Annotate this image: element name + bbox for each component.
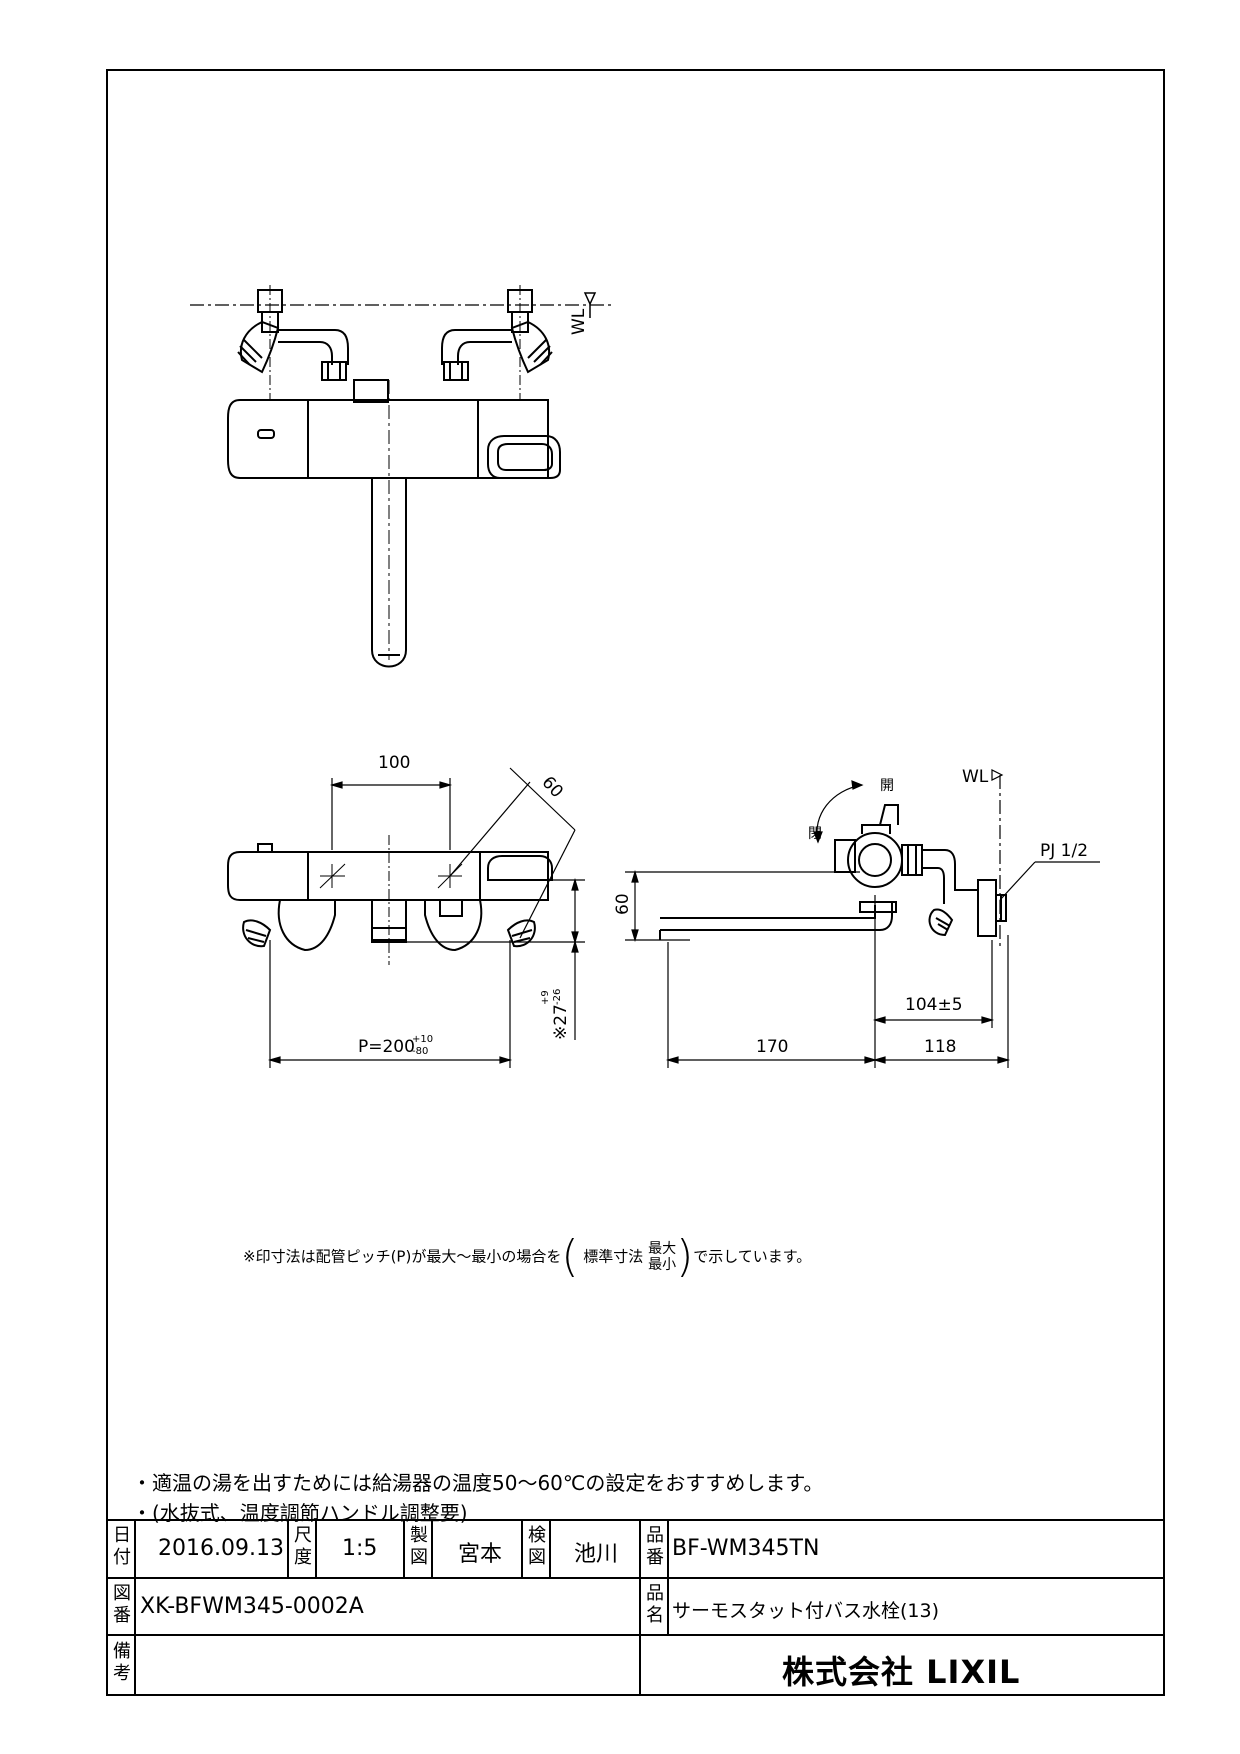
dim-pitch-tol-bottom: -80	[412, 1046, 428, 1057]
title-block-grid	[107, 1519, 1164, 1695]
top-view	[190, 285, 615, 668]
dim-height-60: 60	[613, 893, 633, 915]
wl-label-side: WL	[962, 767, 989, 787]
company-logo: 株式会社 LIXIL	[782, 1653, 1021, 1691]
dim-104: 104±5	[905, 995, 963, 1015]
scale-value: 1:5	[342, 1536, 378, 1561]
dimension-note: ※印寸法は配管ピッチ(P)が最大〜最小の場合を( 標準寸法 最大最小)で示してい…	[243, 1231, 812, 1282]
min-label: 最小	[648, 1257, 677, 1273]
date-value: 2016.09.13	[158, 1536, 284, 1561]
drawing-no-value: XK-BFWM345-0002A	[140, 1594, 364, 1619]
drafter-value: 宮本	[458, 1542, 503, 1567]
pj-label: PJ 1/2	[1040, 841, 1088, 861]
product-name-value: サーモスタット付バス水栓(13)	[672, 1600, 940, 1622]
dim-offset-tol-top: +9	[540, 990, 551, 1005]
sheet-border	[106, 69, 1165, 1696]
wl-label-top: WL	[569, 308, 589, 335]
dim-offset-tol-bottom: -26	[552, 989, 563, 1005]
remarks-label: 備考	[113, 1641, 131, 1684]
product-name-label: 品名	[646, 1583, 664, 1626]
dimension-note-text-2: で示しています。	[693, 1247, 812, 1266]
standard-dimension-label: 標準寸法	[583, 1247, 644, 1266]
dim-pitch-tol-top: +10	[412, 1034, 433, 1045]
max-label: 最大	[648, 1241, 677, 1257]
drain-note: ・(水抜式、温度調節ハンドル調整要)	[132, 1501, 468, 1525]
checker-label: 検図	[528, 1525, 546, 1568]
checker-value: 池川	[574, 1542, 619, 1567]
drawing-no-label: 図番	[113, 1583, 131, 1626]
dim-170: 170	[756, 1037, 788, 1057]
dim-100: 100	[378, 753, 410, 773]
max-min-stack: 最大最小	[648, 1241, 676, 1273]
dim-60-angle: 60	[538, 773, 567, 802]
wl-marker-top	[583, 292, 597, 318]
side-dimensions	[625, 769, 1100, 1068]
open-label: 開	[880, 778, 894, 794]
dim-118: 118	[924, 1037, 956, 1057]
dim-offset: ※27	[551, 1004, 571, 1040]
front-view	[227, 843, 553, 952]
close-label: 閉	[808, 826, 822, 842]
dim-pitch: P=200	[358, 1037, 415, 1057]
date-label: 日付	[113, 1525, 131, 1568]
part-no-value: BF-WM345TN	[672, 1536, 820, 1561]
dimension-note-text-1: ※印寸法は配管ピッチ(P)が最大〜最小の場合を	[243, 1247, 562, 1266]
scale-label: 尺度	[294, 1525, 312, 1568]
part-no-label: 品番	[646, 1525, 664, 1568]
front-dimensions	[267, 767, 585, 1068]
temperature-note: ・適温の湯を出すためには給湯器の温度50〜60℃の設定をおすすめします。	[132, 1471, 824, 1495]
drafter-label: 製図	[410, 1525, 428, 1568]
